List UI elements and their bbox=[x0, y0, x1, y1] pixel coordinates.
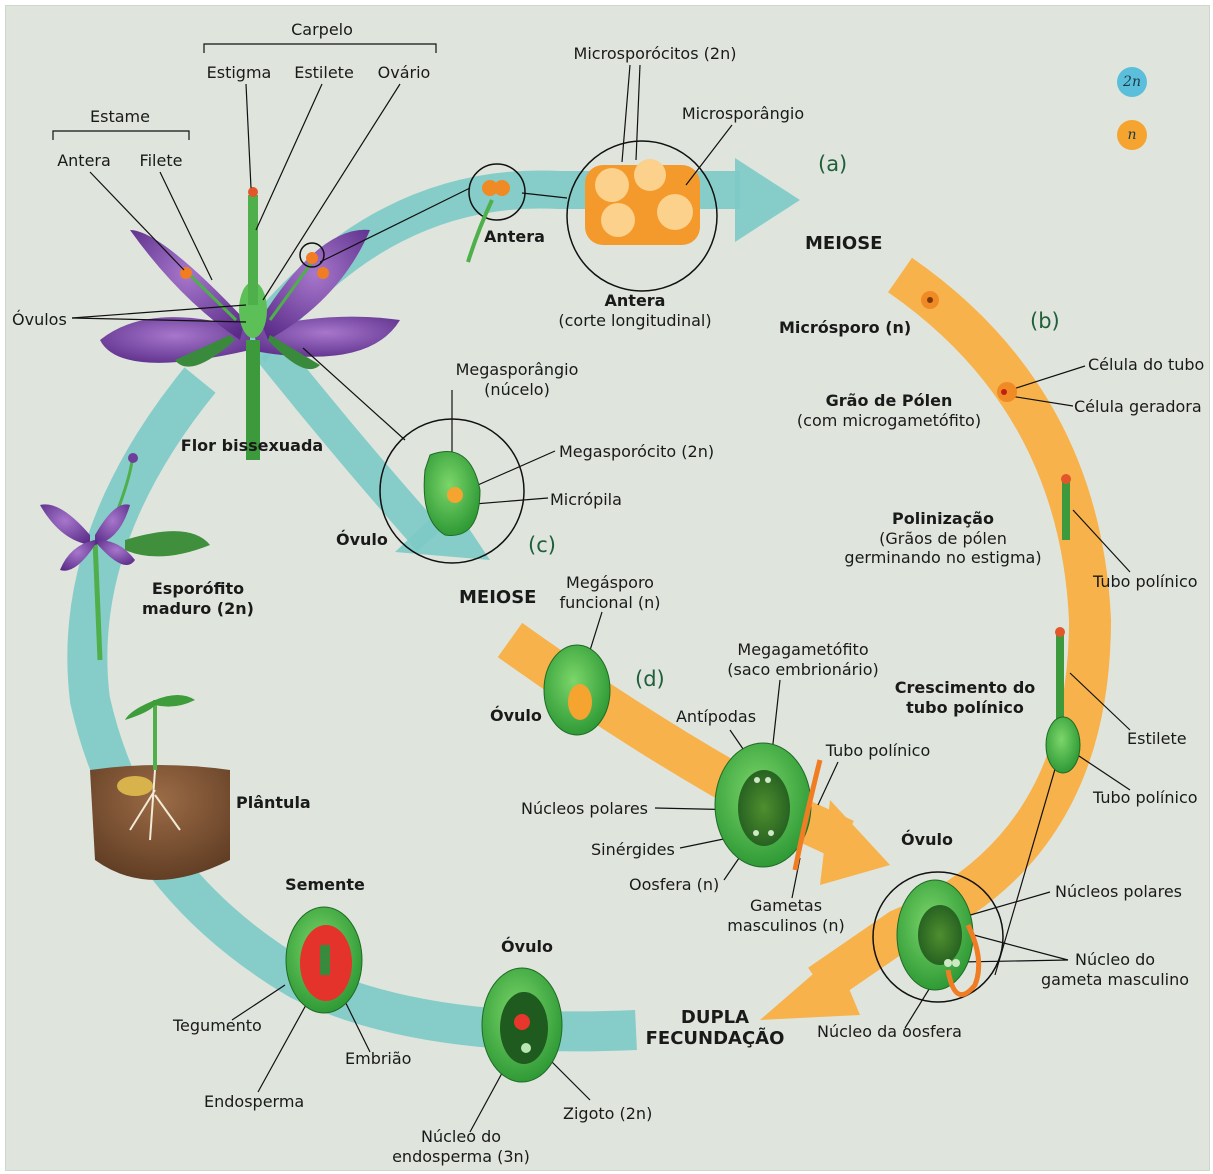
zygote-label: Zigoto (2n) bbox=[563, 1104, 652, 1123]
seed-illustration bbox=[286, 907, 362, 1013]
male-gamete-nucleus-label-1: Núcleo do bbox=[1075, 950, 1155, 969]
microsporocytes-label: Microsporócitos (2n) bbox=[574, 44, 737, 63]
stage-b-label: (b) bbox=[1030, 312, 1060, 331]
pollination-label-3: germinando no estigma) bbox=[844, 548, 1041, 567]
polar-nuclei-right-label: Núcleos polares bbox=[1055, 882, 1182, 901]
ovule-fertilization-label: Óvulo bbox=[901, 830, 953, 849]
stigma-label: Estigma bbox=[207, 63, 272, 82]
anther-section-label-2: (corte longitudinal) bbox=[558, 311, 711, 330]
microsporangium-label: Microsporângio bbox=[682, 104, 804, 123]
mature-sporophyte-label-2: maduro (2n) bbox=[142, 599, 254, 618]
egg-cell-label: Oosfera (n) bbox=[629, 875, 719, 894]
antipodals-label: Antípodas bbox=[676, 707, 756, 726]
meiosis-male-label: MEIOSE bbox=[805, 233, 882, 254]
mature-sporophyte-label-1: Esporófito bbox=[152, 579, 244, 598]
megasporangium-label-2: (núcelo) bbox=[484, 380, 550, 399]
megasporangium-label-1: Megasporângio bbox=[456, 360, 579, 379]
polar-nuclei-label: Núcleos polares bbox=[521, 799, 648, 818]
tube-cell-label: Célula do tubo bbox=[1088, 355, 1204, 374]
ovary-label: Ovário bbox=[378, 63, 431, 82]
tube-growth-label-2: tubo polínico bbox=[906, 698, 1024, 717]
seedling-label: Plântula bbox=[236, 793, 311, 812]
egg-nucleus-label: Núcleo da oosfera bbox=[817, 1022, 962, 1041]
carpel-bracket bbox=[203, 40, 437, 54]
double-fertilization-label-1: DUPLA bbox=[681, 1007, 749, 1028]
stamen-label: Estame bbox=[90, 107, 150, 126]
endosperm-nucleus-label-1: Núcleo do bbox=[421, 1127, 501, 1146]
anther-label: Antera bbox=[57, 151, 111, 170]
endosperm-label: Endosperma bbox=[204, 1092, 304, 1111]
pollination-label-1: Polinização bbox=[892, 509, 994, 528]
ovule-bottom-label: Óvulo bbox=[501, 937, 553, 956]
embryo-sac-ovule-illustration bbox=[715, 743, 820, 870]
fertilized-ovule-illustration bbox=[482, 968, 562, 1082]
embryo-label: Embrião bbox=[345, 1049, 411, 1068]
carpel-label: Carpelo bbox=[291, 20, 353, 39]
tube-growth-label-1: Crescimento do bbox=[895, 678, 1036, 697]
synergids-label: Sinérgides bbox=[591, 840, 675, 859]
seed-label: Semente bbox=[285, 875, 365, 894]
male-gametes-label-1: Gametas bbox=[750, 896, 822, 915]
anther-section-label-1: Antera bbox=[605, 291, 666, 310]
megasporocyte-label: Megasporócito (2n) bbox=[559, 442, 714, 461]
style-label: Estilete bbox=[294, 63, 354, 82]
megaspore-ovule-illustration bbox=[544, 645, 610, 735]
pollen-grain-label-1: Grão de Pólen bbox=[826, 391, 953, 410]
megaspore-label-2: funcional (n) bbox=[559, 593, 660, 612]
micropyle-label: Micrópila bbox=[550, 490, 622, 509]
anther-small-label: Antera bbox=[484, 227, 545, 246]
legend-diploid-label: 2n bbox=[1117, 67, 1147, 97]
ovules-label: Óvulos bbox=[12, 310, 67, 329]
endosperm-nucleus-label-2: endosperma (3n) bbox=[392, 1147, 530, 1166]
stage-c-label: (c) bbox=[528, 536, 556, 555]
stage-a-label: (a) bbox=[818, 155, 847, 174]
megaspore-label-1: Megásporo bbox=[566, 573, 654, 592]
style-label-right: Estilete bbox=[1127, 729, 1187, 748]
filament-label: Filete bbox=[140, 151, 183, 170]
pollination-label-2: (Grãos de pólen bbox=[879, 529, 1007, 548]
microspore-label: Micrósporo (n) bbox=[779, 318, 911, 337]
ovule-top-label: Óvulo bbox=[336, 530, 388, 549]
bisexual-flower-caption: Flor bissexuada bbox=[181, 436, 323, 455]
stamen-bracket bbox=[52, 127, 190, 141]
megagametophyte-label-1: Megagametófito bbox=[737, 640, 868, 659]
legend-haploid-label: n bbox=[1117, 120, 1147, 150]
generative-cell-label: Célula geradora bbox=[1074, 397, 1202, 416]
ovule-mid-label: Óvulo bbox=[490, 706, 542, 725]
male-gamete-nucleus-label-2: gameta masculino bbox=[1041, 970, 1189, 989]
double-fertilization-label-2: FECUNDAÇÃO bbox=[646, 1028, 785, 1049]
male-gametes-label-2: masculinos (n) bbox=[727, 916, 845, 935]
pollen-grain-label-2: (com microgametófito) bbox=[797, 411, 981, 430]
pollen-tube-mid-label: Tubo polínico bbox=[826, 741, 931, 760]
stage-d-label: (d) bbox=[635, 670, 665, 689]
pollen-tube-label-1: Tubo polínico bbox=[1093, 572, 1198, 591]
mature-sporophyte-illustration bbox=[40, 453, 210, 660]
meiosis-female-label: MEIOSE bbox=[459, 587, 536, 608]
seed-coat-label: Tegumento bbox=[173, 1016, 262, 1035]
pollen-tube-label-2: Tubo polínico bbox=[1093, 788, 1198, 807]
megagametophyte-label-2: (saco embrionário) bbox=[727, 660, 878, 679]
